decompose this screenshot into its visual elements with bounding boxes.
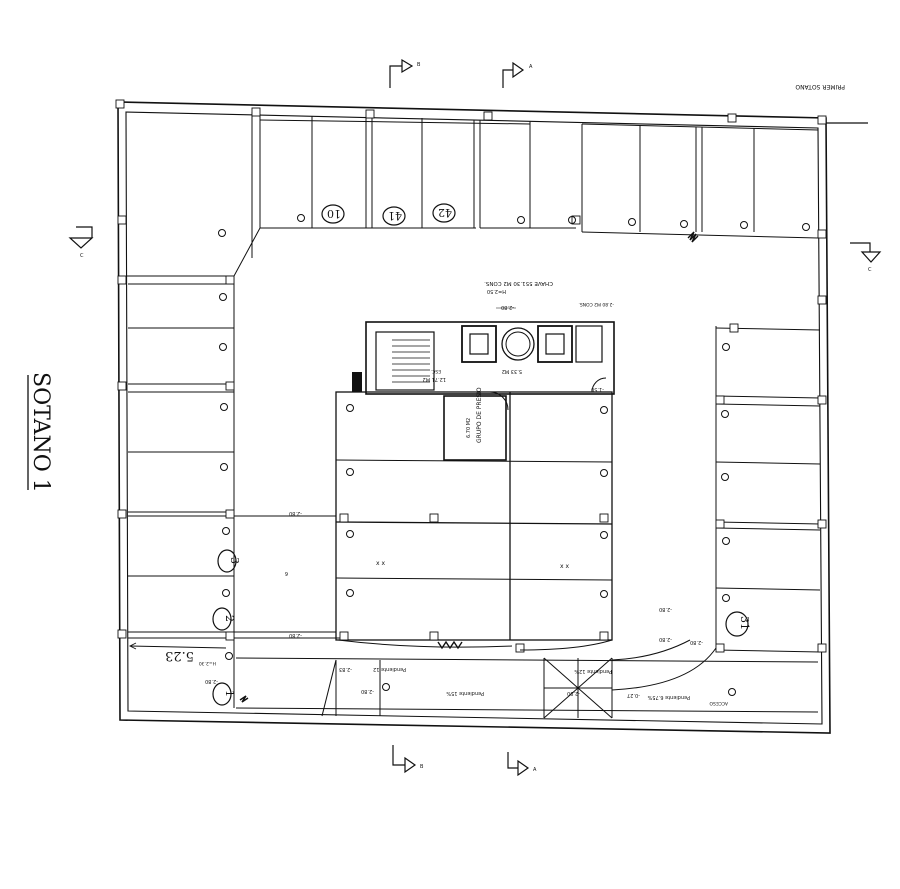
- level-tag-8: -2.80: [361, 688, 374, 694]
- section-mark-bottom-b: [392, 745, 417, 774]
- ramp-label-3: Pendiente 12%: [574, 668, 612, 674]
- right-parking-bays: [715, 326, 821, 653]
- level-tag-6: -2.80: [690, 639, 703, 645]
- section-mark-top-a-label: A: [529, 64, 533, 70]
- section-mark-top-b-label: B: [417, 62, 421, 68]
- ramp-level: -0.27: [627, 692, 640, 698]
- stair-word: ESC.: [431, 368, 441, 374]
- columns: [115, 99, 827, 653]
- corner-room: [126, 212, 261, 708]
- section-mark-top-b: [389, 58, 414, 88]
- circled-number-41: 41: [388, 209, 402, 222]
- parking-mark: 6: [285, 570, 288, 576]
- door-swing-2: [591, 377, 607, 393]
- dimension-arrow-left: [128, 642, 137, 650]
- ramp-label-1: Pendiente 12: [373, 666, 406, 672]
- dimension-sub: H=2.30: [199, 660, 216, 666]
- section-mark-top-a: [502, 61, 525, 88]
- ground-level: -1.50: [591, 386, 604, 392]
- stair: [392, 339, 430, 383]
- side-title: SOTANO 1: [28, 372, 53, 493]
- level-tag-1: -2.80: [289, 510, 302, 516]
- scribble-marks: [239, 231, 699, 703]
- ramp-area: [235, 639, 819, 719]
- circled-number-31: 31: [738, 616, 751, 630]
- central-core: [335, 321, 615, 641]
- circled-number-1: 1: [223, 690, 236, 697]
- level-tag-7: -2.83: [339, 666, 352, 672]
- core-corner-fill: [352, 372, 362, 392]
- section-mark-bottom-a: [507, 752, 530, 777]
- dimension-line: [129, 645, 227, 649]
- circled-number-10: 10: [327, 207, 341, 220]
- section-mark-bottom-b-label: B: [420, 764, 424, 770]
- ramp-label-2: Pendiente 15%: [446, 690, 484, 696]
- section-mark-bottom-a-label: A: [533, 767, 537, 773]
- section-mark-right-c: [850, 242, 882, 263]
- circled-number-42: 42: [438, 206, 452, 219]
- top-parking-bays: [251, 112, 819, 258]
- ramp-label-4: Pendiente 6.75%: [647, 694, 690, 700]
- exit-note: ACCESO: [709, 700, 728, 706]
- core-cross-1: x x: [376, 560, 385, 567]
- core-area-label: CHAVE 551.30 M2 CONS.: [484, 280, 553, 286]
- bay-markers: [218, 214, 810, 696]
- core-level-label: -2.80: [501, 304, 514, 310]
- dimension-value: 5.23: [165, 648, 194, 663]
- section-mark-left-c-label: C: [80, 253, 84, 259]
- door-swing: [489, 391, 509, 411]
- circled-number-2: 2: [223, 615, 236, 622]
- hall-area-label: 5.33 M2: [502, 368, 522, 374]
- stair-area-label: 12.71 M2: [423, 376, 446, 382]
- core-cross-2: x x: [560, 563, 569, 570]
- level-tag-9: -2.90: [567, 690, 580, 696]
- level-tag-4: -2.80: [659, 636, 672, 642]
- transformer-area-label: 6.70 M2: [466, 418, 472, 438]
- section-mark-left-c: [68, 226, 94, 249]
- core-height-label: H=2.50: [487, 288, 506, 294]
- circled-numbers: [212, 203, 749, 706]
- level-tag-2: -2.80: [289, 632, 302, 638]
- level-tag-5: -2.80: [205, 678, 218, 684]
- sheet-label: PRIMER SOTANO: [795, 83, 845, 90]
- section-mark-right-c-label: C: [868, 267, 872, 273]
- level-tag-3: -2.80: [659, 606, 672, 612]
- transformer-room-label: GRUPO DE PRESIO: [476, 387, 483, 443]
- circled-number-3: 3: [228, 557, 241, 564]
- ramp-note: -2.80 M2 CONS.: [578, 301, 614, 307]
